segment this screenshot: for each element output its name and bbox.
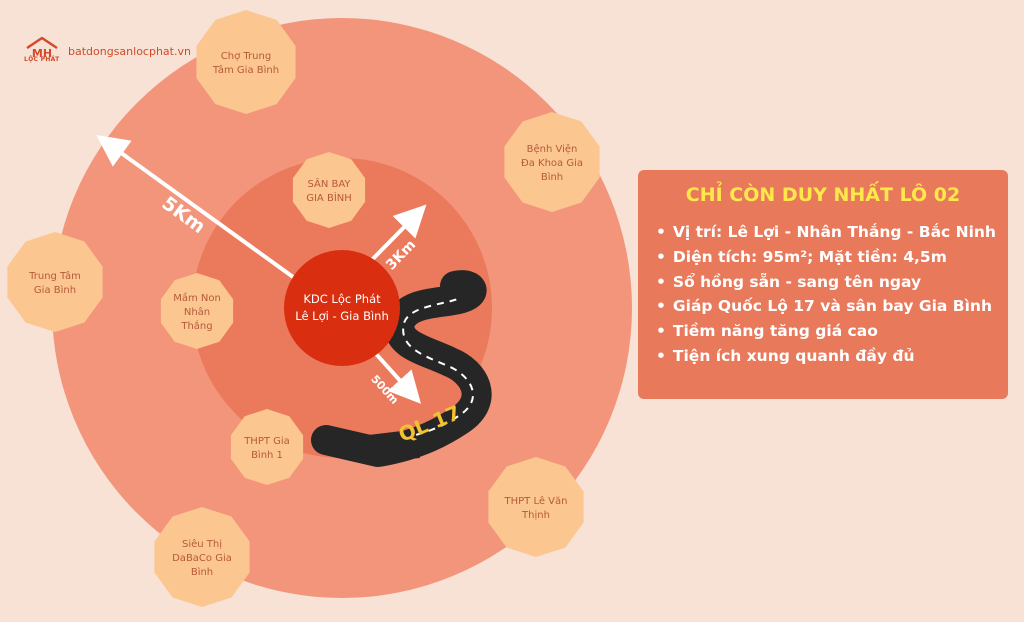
place-label-line: SÂN BAY: [307, 177, 351, 190]
place-label-line: Bình: [191, 566, 213, 578]
place-shape: [7, 232, 103, 332]
center-label-line-1: KDC Lộc Phát: [303, 292, 381, 306]
place-shape: [230, 409, 304, 485]
info-item: Giáp Quốc Lộ 17 và sân bay Gia Bình: [656, 294, 992, 319]
svg-text:MH: MH: [32, 47, 52, 60]
center-label-line-2: Lê Lợi - Gia Bình: [295, 309, 389, 323]
place-label-line: THPT Gia: [243, 436, 290, 447]
place-label-line: Bình: [541, 171, 563, 183]
place-label-line: Bình 1: [251, 449, 283, 461]
place-label-line: Trung Tâm: [28, 270, 81, 282]
info-item: Tiện ích xung quanh đầy đủ: [656, 344, 990, 369]
logo-subtitle: LỘC PHÁT: [24, 56, 60, 63]
place-shape: [292, 152, 366, 228]
place-label-line: THPT Lê Văn: [504, 495, 568, 507]
place-label-line: DaBaCo Gia: [172, 553, 232, 564]
place-label-line: Đa Khoa Gia: [521, 158, 583, 169]
center-circle: [284, 250, 400, 366]
place-label-line: Bệnh Viện: [527, 143, 578, 155]
info-list: Vị trí: Lê Lợi - Nhân Thắng - Bắc Ninh D…: [656, 220, 996, 369]
place-label-line: Mầm Non: [173, 292, 221, 304]
road-ql17: [311, 270, 492, 467]
info-box: CHỈ CÒN DUY NHẤT LÔ 02 Vị trí: Lê Lợi - …: [638, 170, 1008, 399]
place-label-line: Thịnh: [521, 510, 550, 521]
place-label-line: Siêu Thị: [182, 538, 222, 550]
place-label-line: Tâm Gia Bình: [212, 64, 279, 76]
info-item: Tiềm năng tăng giá cao: [656, 319, 990, 344]
place-shape: [488, 457, 584, 557]
place-label-line: Thắng: [180, 319, 212, 332]
info-item: Diện tích: 95m²; Mặt tiền: 4,5m: [656, 245, 990, 270]
place-label-line: Nhân: [184, 306, 210, 318]
place-label-line: GIA BÌNH: [306, 191, 352, 204]
house-logo-icon: MH LỘC PHÁT: [24, 36, 60, 66]
info-title: CHỈ CÒN DUY NHẤT LÔ 02: [685, 184, 961, 206]
place-shape: [154, 507, 250, 607]
place-shape: [196, 10, 296, 114]
info-item: Vị trí: Lê Lợi - Nhân Thắng - Bắc Ninh: [656, 220, 996, 245]
place-shape: [160, 273, 234, 349]
place-shape: [504, 112, 600, 212]
site-url[interactable]: batdongsanlocphat.vn: [68, 44, 191, 58]
place-label-line: Chợ Trung: [221, 51, 271, 62]
brand-logo[interactable]: MH LỘC PHÁT batdongsanlocphat.vn: [24, 36, 191, 66]
arrow-5km: [96, 134, 302, 284]
place-label-line: Gia Bình: [34, 284, 76, 296]
info-item: Sổ hồng sẵn - sang tên ngay: [656, 270, 990, 295]
